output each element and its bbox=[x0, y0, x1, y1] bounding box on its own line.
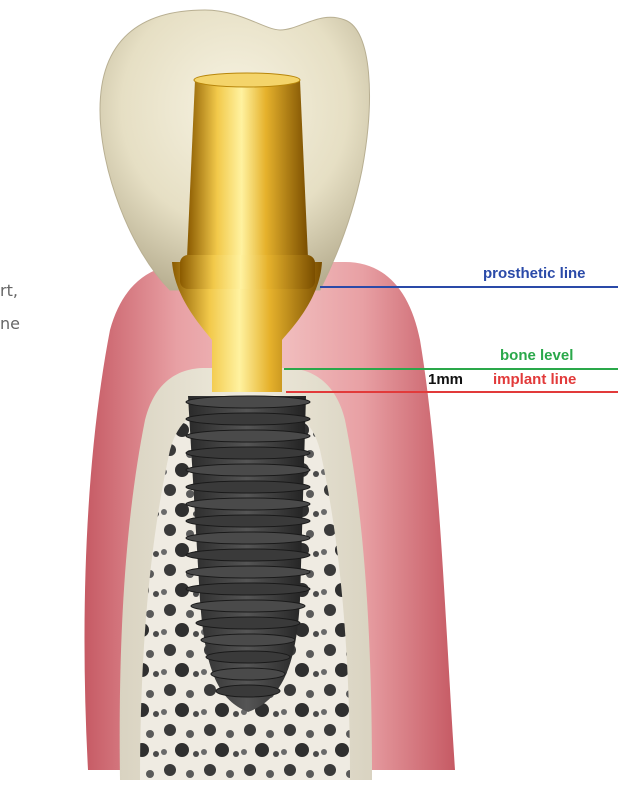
thread-ring bbox=[211, 668, 285, 680]
thread-ring bbox=[216, 685, 280, 697]
thread-ring bbox=[186, 481, 310, 493]
abutment-shoulder bbox=[180, 255, 315, 289]
thread-ring bbox=[186, 464, 310, 476]
thread-ring bbox=[186, 413, 310, 425]
thread-ring bbox=[206, 651, 290, 663]
thread-ring bbox=[186, 532, 310, 544]
thread-ring bbox=[186, 430, 310, 442]
cropped-text-line-1: rt, bbox=[0, 283, 18, 299]
implant-line-label: implant line bbox=[493, 372, 576, 387]
thread-ring bbox=[186, 515, 310, 527]
prosthetic-line-label: prosthetic line bbox=[483, 266, 586, 281]
bone-level-label: bone level bbox=[500, 348, 573, 363]
thread-ring bbox=[186, 566, 310, 578]
cropped-text-line-2: ne bbox=[0, 316, 20, 332]
thread-ring bbox=[196, 617, 300, 629]
thread-ring bbox=[186, 498, 310, 510]
thread-ring bbox=[191, 600, 305, 612]
thread-ring bbox=[186, 583, 310, 595]
abutment-top bbox=[194, 73, 300, 87]
thread-ring bbox=[186, 396, 310, 408]
thread-ring bbox=[186, 447, 310, 459]
thread-ring bbox=[201, 634, 295, 646]
thread-ring bbox=[186, 549, 310, 561]
abutment bbox=[187, 80, 308, 258]
distance-label: 1mm bbox=[428, 372, 463, 387]
